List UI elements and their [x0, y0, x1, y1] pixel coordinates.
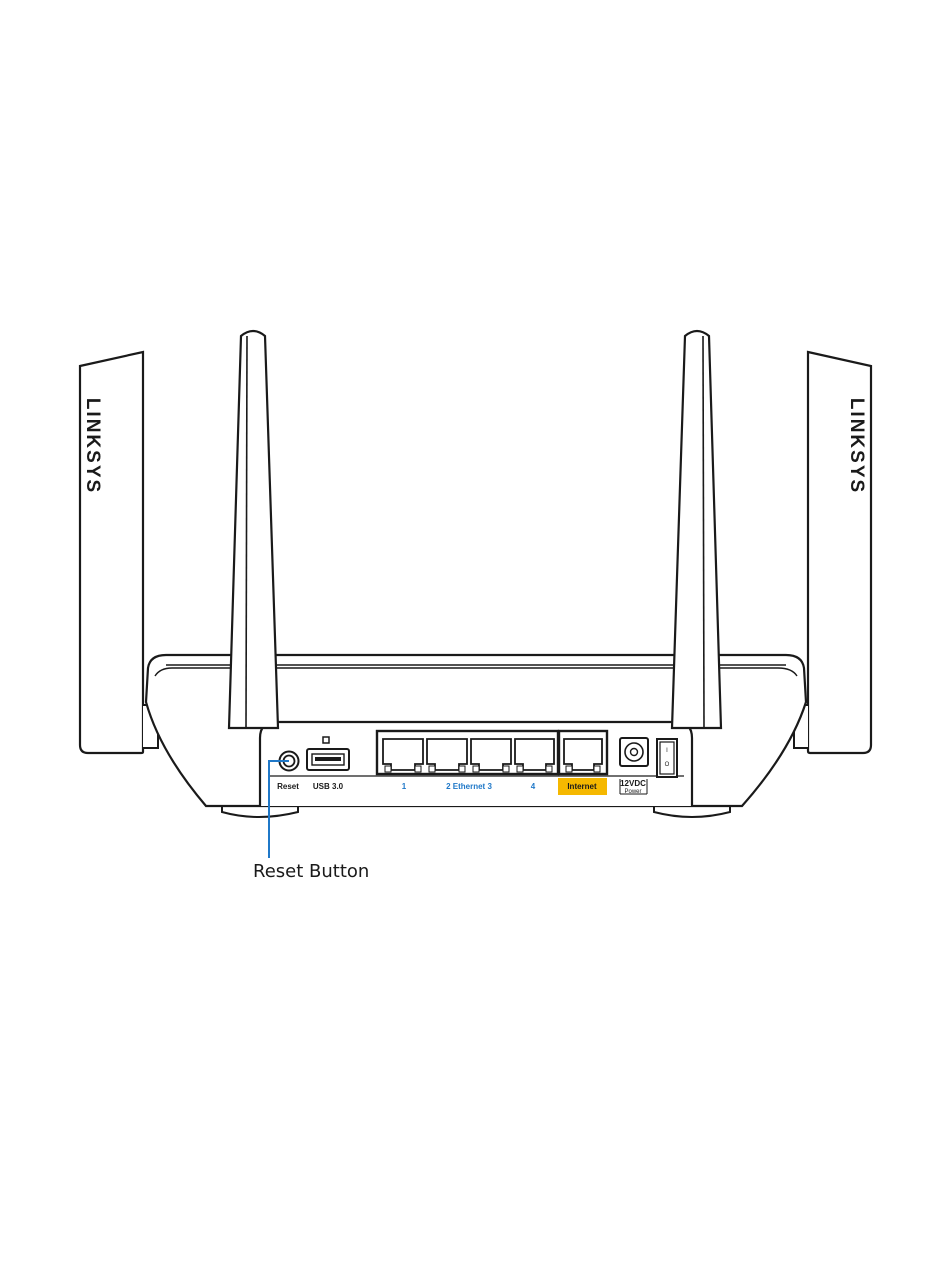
ethernet-1-label: 1 — [402, 782, 407, 791]
right-paddle-antenna: LINKSYS — [808, 352, 871, 753]
left-paddle-antenna: LINKSYS — [80, 352, 143, 753]
ethernet-4-label: 4 — [531, 782, 536, 791]
usb-led-icon — [323, 737, 329, 743]
usb-label: USB 3.0 — [313, 782, 344, 791]
ethernet-port-3 — [471, 739, 511, 772]
ethernet-port-4 — [515, 739, 554, 772]
ethernet-group-label: 2 Ethernet 3 — [446, 782, 492, 791]
right-rod-antenna — [672, 331, 721, 728]
right-brand-text: LINKSYS — [846, 398, 867, 494]
internet-label: Internet — [567, 782, 597, 791]
callout-label: Reset Button — [253, 861, 369, 882]
power-jack — [620, 738, 648, 766]
left-rod-antenna — [229, 331, 278, 728]
switch-off-symbol: O — [665, 762, 670, 768]
power-switch: I O — [657, 739, 677, 777]
left-brand-text: LINKSYS — [82, 398, 103, 494]
ethernet-port-block — [377, 731, 558, 774]
internet-port — [559, 731, 607, 774]
power-voltage-label: 12VDC — [620, 779, 646, 788]
router-feet — [222, 806, 730, 817]
ethernet-port-1 — [383, 739, 423, 772]
reset-label: Reset — [277, 782, 299, 791]
ethernet-port-2 — [427, 739, 467, 772]
